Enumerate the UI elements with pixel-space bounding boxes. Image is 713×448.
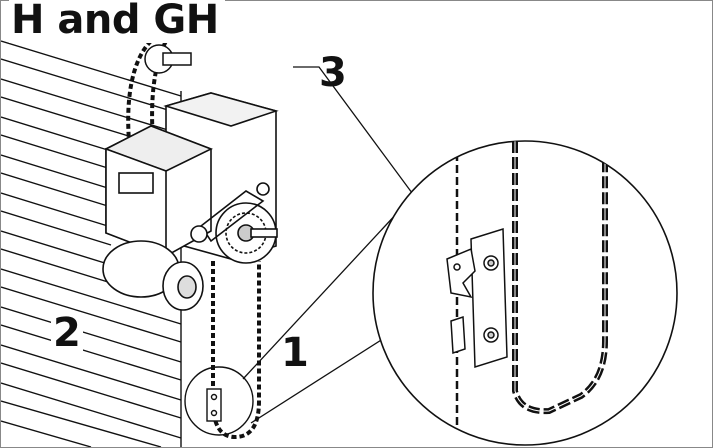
diagram-title: H and GH xyxy=(9,0,225,43)
callout-number-3: 3 xyxy=(319,50,347,96)
detail-magnified-circle xyxy=(372,140,678,446)
chain-bracket-small xyxy=(206,388,222,422)
magnified-content xyxy=(446,141,608,445)
callout-number-1: 1 xyxy=(281,330,309,376)
detail-source-circle xyxy=(184,366,254,436)
callout-number-2: 2 xyxy=(51,310,83,356)
operator-housing xyxy=(102,92,279,311)
leader-lines xyxy=(242,66,450,424)
